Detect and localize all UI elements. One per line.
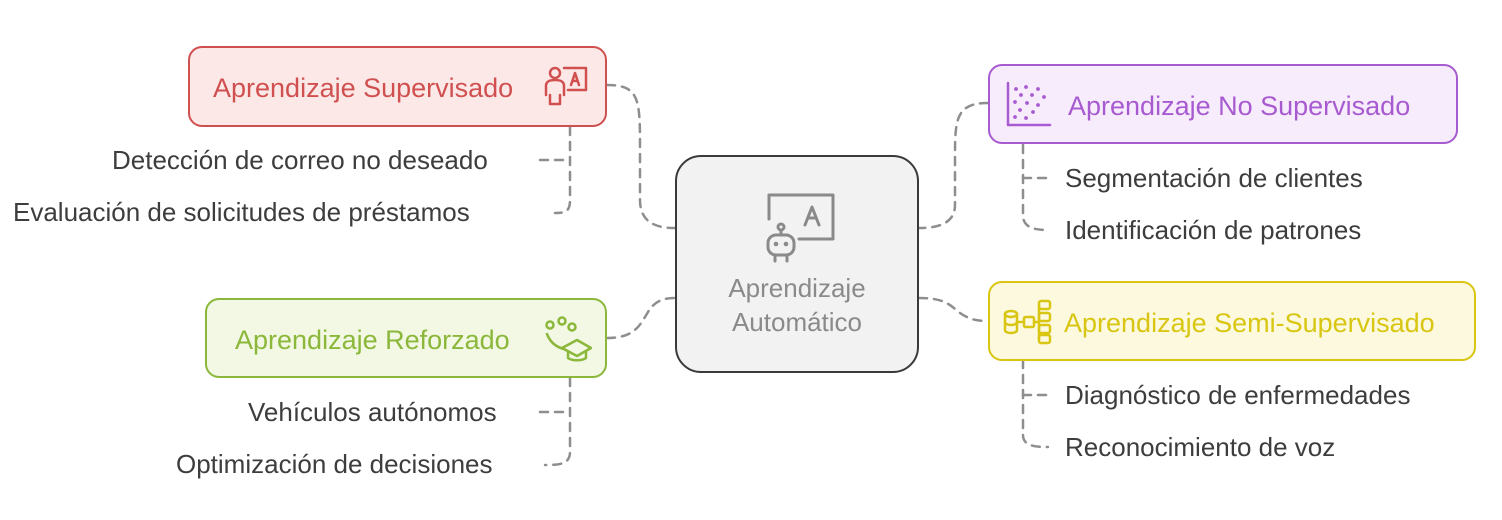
leaf-supervised-2: Evaluación de solicitudes de préstamos xyxy=(13,197,470,227)
node-supervised-title: Aprendizaje Supervisado xyxy=(213,73,514,103)
node-reinforcement: Aprendizaje Reforzado xyxy=(205,298,607,378)
teacher-icon xyxy=(544,66,588,106)
node-unsupervised: Aprendizaje No Supervisado xyxy=(988,64,1458,144)
node-unsupervised-title: Aprendizaje No Supervisado xyxy=(1068,91,1411,121)
connector-unsupervised xyxy=(917,101,990,230)
node-semi-supervised-title: Aprendizaje Semi-Supervisado xyxy=(1064,308,1435,338)
center-title-line2: Automático xyxy=(731,307,863,337)
connector-unsupervised-leaves xyxy=(1021,143,1050,232)
leaf-reinforcement-1: Vehículos autónomos xyxy=(248,397,497,427)
scatter-plot-icon xyxy=(1006,81,1052,127)
leaf-unsupervised-1: Segmentación de clientes xyxy=(1065,163,1363,193)
connector-semi xyxy=(917,296,990,323)
database-stack-icon xyxy=(1003,299,1052,345)
connector-reinforcement xyxy=(605,296,677,340)
node-semi-supervised: Aprendizaje Semi-Supervisado xyxy=(988,281,1476,361)
connector-semi-leaves xyxy=(1021,358,1050,449)
leaf-semi-supervised-2: Reconocimiento de voz xyxy=(1065,432,1336,462)
leaf-reinforcement-2: Optimización de decisiones xyxy=(176,449,493,479)
connector-supervised-leaves xyxy=(553,125,572,215)
graduation-cap-icon xyxy=(545,316,592,362)
robot-whiteboard-icon xyxy=(766,193,835,263)
center-node: Aprendizaje Automático xyxy=(675,155,919,373)
leaf-supervised-1: Detección de correo no deseado xyxy=(112,145,488,175)
node-reinforcement-title: Aprendizaje Reforzado xyxy=(235,325,510,355)
center-title-line1: Aprendizaje xyxy=(728,273,866,303)
leaf-unsupervised-2: Identificación de patrones xyxy=(1065,215,1362,245)
node-supervised: Aprendizaje Supervisado xyxy=(188,46,607,127)
connector-supervised xyxy=(605,83,677,230)
connector-reinforcement-leaves xyxy=(543,376,572,467)
leaf-semi-supervised-1: Diagnóstico de enfermedades xyxy=(1065,380,1411,410)
